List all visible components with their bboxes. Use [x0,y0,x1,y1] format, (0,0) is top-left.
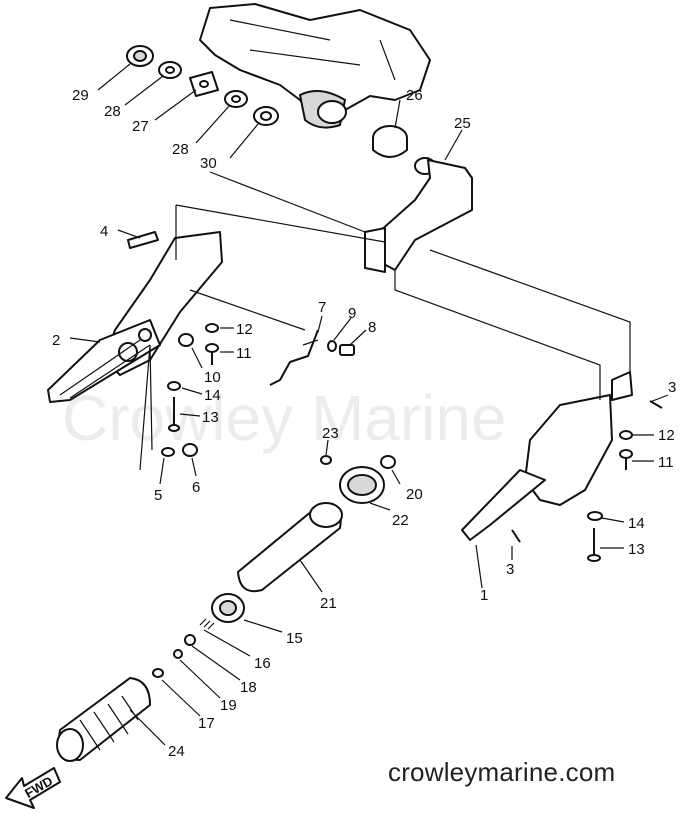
nut-29 [126,45,154,67]
nut-6 [182,443,198,457]
label-12b: 12 [658,427,675,444]
washer-14a [167,381,181,391]
label-11b: 11 [658,454,674,471]
label-21: 21 [320,595,337,612]
steering-bracket-casting [199,3,431,129]
label-11a: 11 [236,345,252,362]
callout-leaders [69,63,669,746]
label-8: 8 [368,319,376,336]
throttle-shaft-21 [237,502,343,593]
washer-28b [224,90,248,108]
screw-5 [161,447,175,457]
label-17: 17 [198,715,215,732]
throttle-link-7 [269,329,319,386]
screw-3b [511,529,521,543]
label-26: 26 [406,87,423,104]
washer-18 [184,634,196,646]
bushing-26 [372,125,408,158]
label-2: 2 [52,332,60,349]
washer-28a [158,61,182,79]
washer-9 [327,340,337,352]
ring-22 [339,466,385,504]
label-28b: 28 [172,141,189,158]
screw-3a [649,400,663,409]
bolt-11a [205,343,219,365]
label-3a: 3 [668,379,676,396]
label-10: 10 [204,369,221,386]
label-14a: 14 [204,387,221,404]
label-9: 9 [348,305,356,322]
bolt-13b [587,528,601,562]
pin-23 [320,455,332,465]
plate-4 [127,231,159,249]
spring-16 [199,618,215,630]
label-19: 19 [220,697,237,714]
label-27: 27 [132,118,149,135]
label-28a: 28 [104,103,121,120]
watermark: Crowley Marine [62,382,507,454]
label-6: 6 [192,479,200,496]
site-caption: crowleymarine.com [388,757,616,787]
label-3b: 3 [506,561,514,578]
label-20: 20 [406,486,423,503]
washer-12b [619,430,633,440]
steering-arm-25 [364,157,473,273]
collar-10 [178,333,194,347]
screw-17 [152,668,164,678]
washer-19 [173,649,183,659]
label-1: 1 [480,587,488,604]
label-24: 24 [168,743,185,760]
label-29: 29 [72,87,89,104]
bolt-11b [619,449,633,470]
label-13a: 13 [202,409,219,426]
handle-bracket-2 [47,231,223,403]
label-14b: 14 [628,515,645,532]
label-4: 4 [100,223,108,240]
bolt-8 [339,344,355,356]
label-12a: 12 [236,321,253,338]
label-18: 18 [240,679,257,696]
label-30: 30 [200,155,217,172]
part-labels: 29 28 27 28 30 26 25 4 2 7 9 8 12 11 10 … [52,87,676,760]
label-13b: 13 [628,541,645,558]
label-16: 16 [254,655,271,672]
label-15: 15 [286,630,303,647]
label-5: 5 [154,487,162,504]
label-7: 7 [318,299,326,316]
washer-12a [205,323,219,333]
fwd-arrow-icon: FWD [5,767,61,809]
handle-bracket-right [461,371,633,541]
label-25: 25 [454,115,471,132]
label-23: 23 [322,425,339,442]
assembly-lines [139,171,631,589]
plate-27 [189,71,219,97]
label-22: 22 [392,512,409,529]
nut-20 [380,455,396,469]
throttle-grip-24 [56,677,151,762]
collar-15 [211,593,245,623]
washer-14b [587,511,603,521]
bolt-13a [168,397,180,432]
washer-30 [253,106,279,126]
